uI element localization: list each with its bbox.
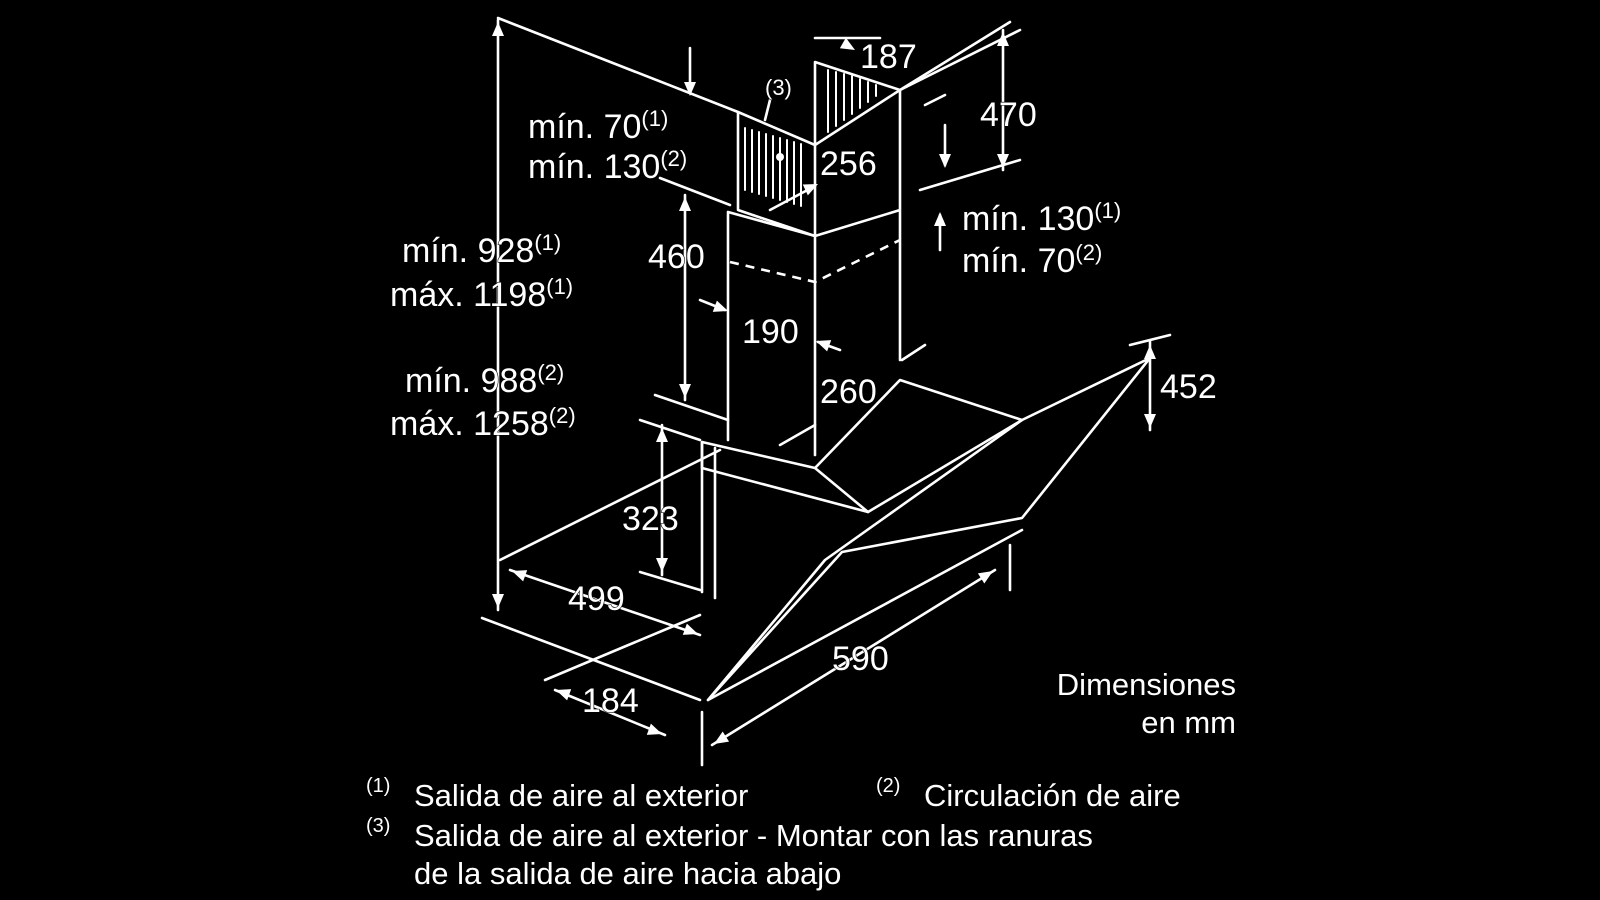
vent-grille-top <box>827 69 877 133</box>
dim-190: 190 <box>742 313 799 351</box>
callout-3: (3) <box>765 75 792 100</box>
dim-323: 323 <box>622 500 679 538</box>
footnote-3-text: Salida de aire al exterior - Montar con … <box>414 818 1093 853</box>
units-note: Dimensiones en mm <box>1056 666 1236 740</box>
dim-min928: mín. 928(1) <box>402 230 561 270</box>
canopy-lower-edge <box>706 528 1024 702</box>
upper-chimney-top <box>813 60 902 147</box>
dim-499: 499 <box>568 580 625 618</box>
dim-min70-recirc-right: mín. 70(2) <box>962 240 1102 280</box>
dim-min130-recirc: mín. 130(2) <box>528 146 687 186</box>
dim-187: 187 <box>860 38 917 76</box>
canopy-glass-panel <box>706 356 1152 702</box>
dim-184: 184 <box>582 682 639 720</box>
footnote-1-ref: (1) <box>366 775 390 797</box>
dim-min70-outlet: mín. 70(1) <box>528 106 668 146</box>
dimension-lines <box>480 16 1172 767</box>
footnotes: (1) Salida de aire al exterior (2) Circu… <box>365 774 1181 891</box>
dim-256: 256 <box>820 145 877 183</box>
dim-min988: mín. 988(2) <box>405 360 564 400</box>
dim-max1258: máx. 1258(2) <box>390 403 576 443</box>
dim-460: 460 <box>648 238 705 276</box>
dimension-labels: 187 470 256 460 190 260 452 323 499 590 … <box>389 37 1217 720</box>
units-note-line2: en mm <box>1141 705 1236 740</box>
units-note-line1: Dimensiones <box>1057 667 1236 702</box>
upper-chimney-side <box>813 88 902 362</box>
footnote-1-text: Salida de aire al exterior <box>414 778 748 813</box>
dim-452: 452 <box>1160 368 1217 406</box>
chimney-overlap-dashes <box>729 238 901 284</box>
dim-max1198: máx. 1198(1) <box>390 274 573 314</box>
dim-min130-outlet-right: mín. 130(1) <box>962 198 1121 238</box>
dim-470: 470 <box>980 96 1037 134</box>
dim-590: 590 <box>832 640 889 678</box>
hood-outline <box>700 60 1152 702</box>
footnote-3-text-cont: de la salida de aire hacia abajo <box>414 856 841 891</box>
canopy-back-edge <box>813 466 870 514</box>
footnote-2-text: Circulación de aire <box>924 778 1181 813</box>
footnote-2-ref: (2) <box>876 775 900 797</box>
lower-chimney-front <box>726 210 817 457</box>
canopy-glass-front <box>700 440 717 600</box>
vent-grille-front <box>744 127 802 207</box>
footnote-3-ref: (3) <box>366 815 390 837</box>
dim-260: 260 <box>820 373 877 411</box>
